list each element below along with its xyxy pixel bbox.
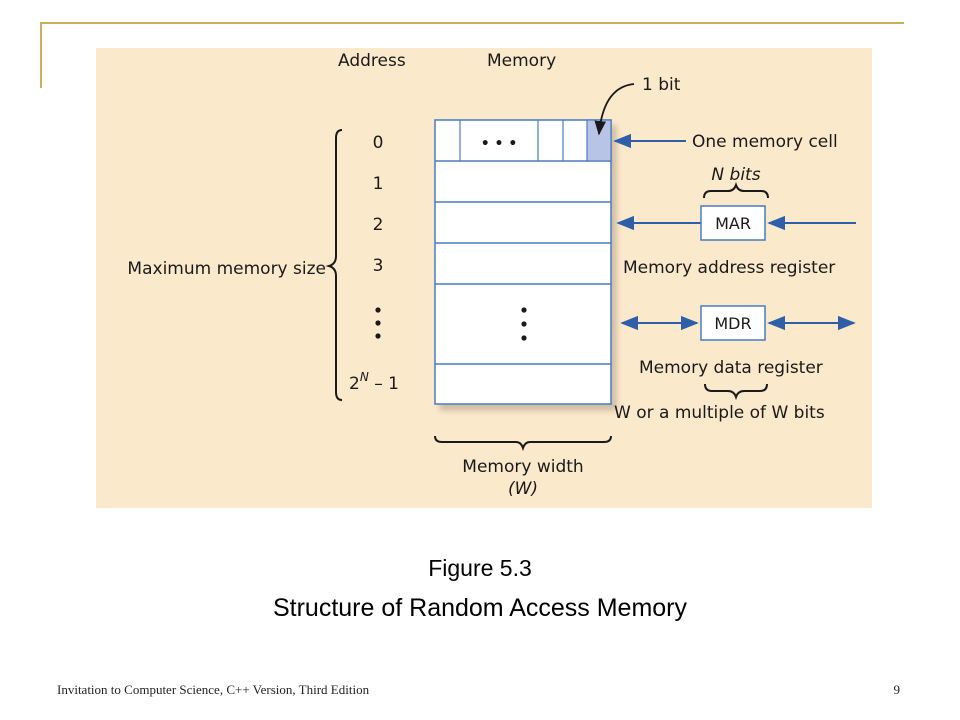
max-memory-brace xyxy=(325,129,343,401)
address-last: 2N – 1 xyxy=(349,370,399,394)
one-memory-cell-label: One memory cell xyxy=(692,132,838,152)
w-bits-label: W or a multiple of W bits xyxy=(614,403,825,423)
page-number: 9 xyxy=(893,682,901,697)
mdr-full-label: Memory data register xyxy=(639,358,823,378)
memory-block: • • • xyxy=(434,119,612,405)
mdr-label: MDR xyxy=(714,314,751,333)
memory-width-label: Memory width xyxy=(462,457,583,477)
memory-width-symbol: (W) xyxy=(508,479,538,499)
max-memory-size-label: Maximum memory size xyxy=(127,259,326,279)
top-accent-line xyxy=(40,22,904,24)
one-bit-arrow xyxy=(594,83,635,136)
n-bits-brace xyxy=(703,181,769,199)
address-2: 2 xyxy=(373,215,384,235)
left-accent-line xyxy=(40,22,42,88)
memory-header: Memory xyxy=(487,51,556,71)
figure-number: Figure 5.3 xyxy=(428,555,532,581)
address-dots xyxy=(375,307,381,339)
highlighted-bit-cell xyxy=(586,119,612,162)
mar-full-label: Memory address register xyxy=(623,258,835,278)
figure-title: Structure of Random Access Memory xyxy=(272,594,688,622)
footer-book-title: Invitation to Computer Science, C++ Vers… xyxy=(57,682,370,697)
address-header: Address xyxy=(338,51,406,71)
ram-structure-diagram: Address Memory • • • 0 1 2 3 2N – 1 Maxi… xyxy=(127,51,856,499)
cell-ellipsis: • • • xyxy=(481,136,518,152)
mdr-box xyxy=(700,305,766,341)
ram-diagram-panel: Address Memory • • • 0 1 2 3 2N – 1 Maxi… xyxy=(96,48,872,508)
address-1: 1 xyxy=(373,174,384,194)
one-bit-label: 1 bit xyxy=(642,75,681,95)
w-bits-brace xyxy=(704,383,768,401)
address-0: 0 xyxy=(373,133,384,153)
mar-box xyxy=(700,205,766,241)
n-bits-label: N bits xyxy=(711,165,760,185)
memory-width-brace xyxy=(434,435,612,452)
address-3: 3 xyxy=(373,256,384,276)
mar-label: MAR xyxy=(715,214,751,233)
